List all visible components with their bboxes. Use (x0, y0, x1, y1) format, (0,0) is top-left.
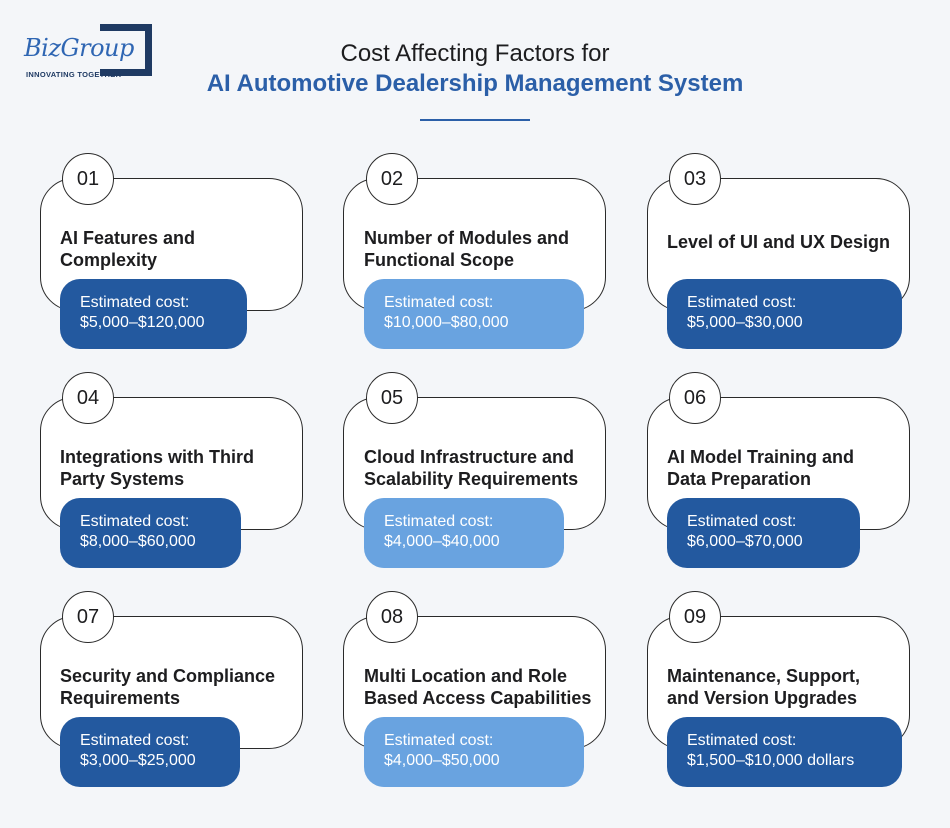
cost-value-06: $6,000–$70,000 (687, 533, 803, 550)
factor-number-07: 07 (62, 591, 114, 643)
cost-label: Estimated cost: (384, 513, 494, 530)
logo-tagline: INNOVATING TOGETHER (26, 70, 122, 79)
factor-cost-07: Estimated cost: $3,000–$25,000 (60, 717, 240, 787)
cost-label: Estimated cost: (687, 513, 797, 530)
factor-cost-02: Estimated cost: $10,000–$80,000 (364, 279, 584, 349)
cost-value-05: $4,000–$40,000 (384, 533, 500, 550)
factor-title-01-line1: AI Features and (60, 228, 196, 248)
factor-cost-03: Estimated cost: $5,000–$30,000 (667, 279, 902, 349)
logo-wordmark: BizGroup (24, 34, 134, 62)
factor-title-01-line2: Complexity (60, 250, 158, 270)
factor-title-04: Integrations with Third Party Systems (60, 446, 254, 490)
factor-title-04-line2: Party Systems (60, 469, 185, 489)
factor-title-01: AI Features and Complexity (60, 227, 195, 271)
factor-title-08: Multi Location and Role Based Access Cap… (364, 665, 591, 709)
cost-label: Estimated cost: (687, 732, 797, 749)
cost-label: Estimated cost: (384, 732, 494, 749)
factor-title-09: Maintenance, Support, and Version Upgrad… (667, 665, 860, 709)
factor-title-06: AI Model Training and Data Preparation (667, 446, 854, 490)
factor-cost-01: Estimated cost: $5,000–$120,000 (60, 279, 247, 349)
cost-label: Estimated cost: (80, 732, 190, 749)
cost-value-04: $8,000–$60,000 (80, 533, 196, 550)
factor-number-03: 03 (669, 153, 721, 205)
factor-number-06: 06 (669, 372, 721, 424)
factor-title-09-line2: and Version Upgrades (667, 688, 858, 708)
factor-cost-06: Estimated cost: $6,000–$70,000 (667, 498, 860, 568)
title-divider (420, 119, 530, 121)
logo-frame (100, 24, 152, 76)
factor-title-07-line1: Security and Compliance (60, 666, 276, 686)
cost-value-08: $4,000–$50,000 (384, 752, 500, 769)
factor-title-07-line2: Requirements (60, 688, 181, 708)
factor-title-05: Cloud Infrastructure and Scalability Req… (364, 446, 578, 490)
factor-cost-09: Estimated cost: $1,500–$10,000 dollars (667, 717, 902, 787)
factor-title-06-line1: AI Model Training and (667, 447, 855, 467)
cost-value-03: $5,000–$30,000 (687, 314, 803, 331)
cost-value-09: $1,500–$10,000 dollars (687, 752, 855, 769)
cost-label: Estimated cost: (687, 294, 797, 311)
cost-label: Estimated cost: (384, 294, 494, 311)
factor-number-08: 08 (366, 591, 418, 643)
factor-title-06-line2: Data Preparation (667, 469, 812, 489)
factor-title-05-line2: Scalability Requirements (364, 469, 579, 489)
cost-value-01: $5,000–$120,000 (80, 314, 205, 331)
factor-title-03-line1: Level of UI and UX Design (667, 232, 891, 252)
bizgroup-logo: BizGroup INNOVATING TOGETHER (22, 24, 158, 84)
factor-number-09: 09 (669, 591, 721, 643)
factor-title-02-line2: Functional Scope (364, 250, 515, 270)
factor-number-02: 02 (366, 153, 418, 205)
factor-cost-08: Estimated cost: $4,000–$50,000 (364, 717, 584, 787)
factor-title-02-line1: Number of Modules and (364, 228, 570, 248)
factor-number-05: 05 (366, 372, 418, 424)
cost-label: Estimated cost: (80, 513, 190, 530)
factor-cost-04: Estimated cost: $8,000–$60,000 (60, 498, 241, 568)
factor-cost-05: Estimated cost: $4,000–$40,000 (364, 498, 564, 568)
factor-number-01: 01 (62, 153, 114, 205)
factor-title-08-line2: Based Access Capabilities (364, 688, 592, 708)
cost-value-02: $10,000–$80,000 (384, 314, 509, 331)
factor-title-03: Level of UI and UX Design (667, 231, 890, 253)
factor-number-04: 04 (62, 372, 114, 424)
factor-title-07: Security and Compliance Requirements (60, 665, 275, 709)
factor-title-08-line1: Multi Location and Role (364, 666, 567, 686)
page-subtitle: AI Automotive Dealership Management Syst… (206, 70, 744, 97)
factor-title-05-line1: Cloud Infrastructure and (364, 447, 575, 467)
factor-title-09-line1: Maintenance, Support, (667, 666, 861, 686)
factor-title-02: Number of Modules and Functional Scope (364, 227, 569, 271)
cost-value-07: $3,000–$25,000 (80, 752, 196, 769)
factor-title-04-line1: Integrations with Third (60, 447, 254, 467)
cost-label: Estimated cost: (80, 294, 190, 311)
page-title: Cost Affecting Factors for (340, 40, 610, 67)
